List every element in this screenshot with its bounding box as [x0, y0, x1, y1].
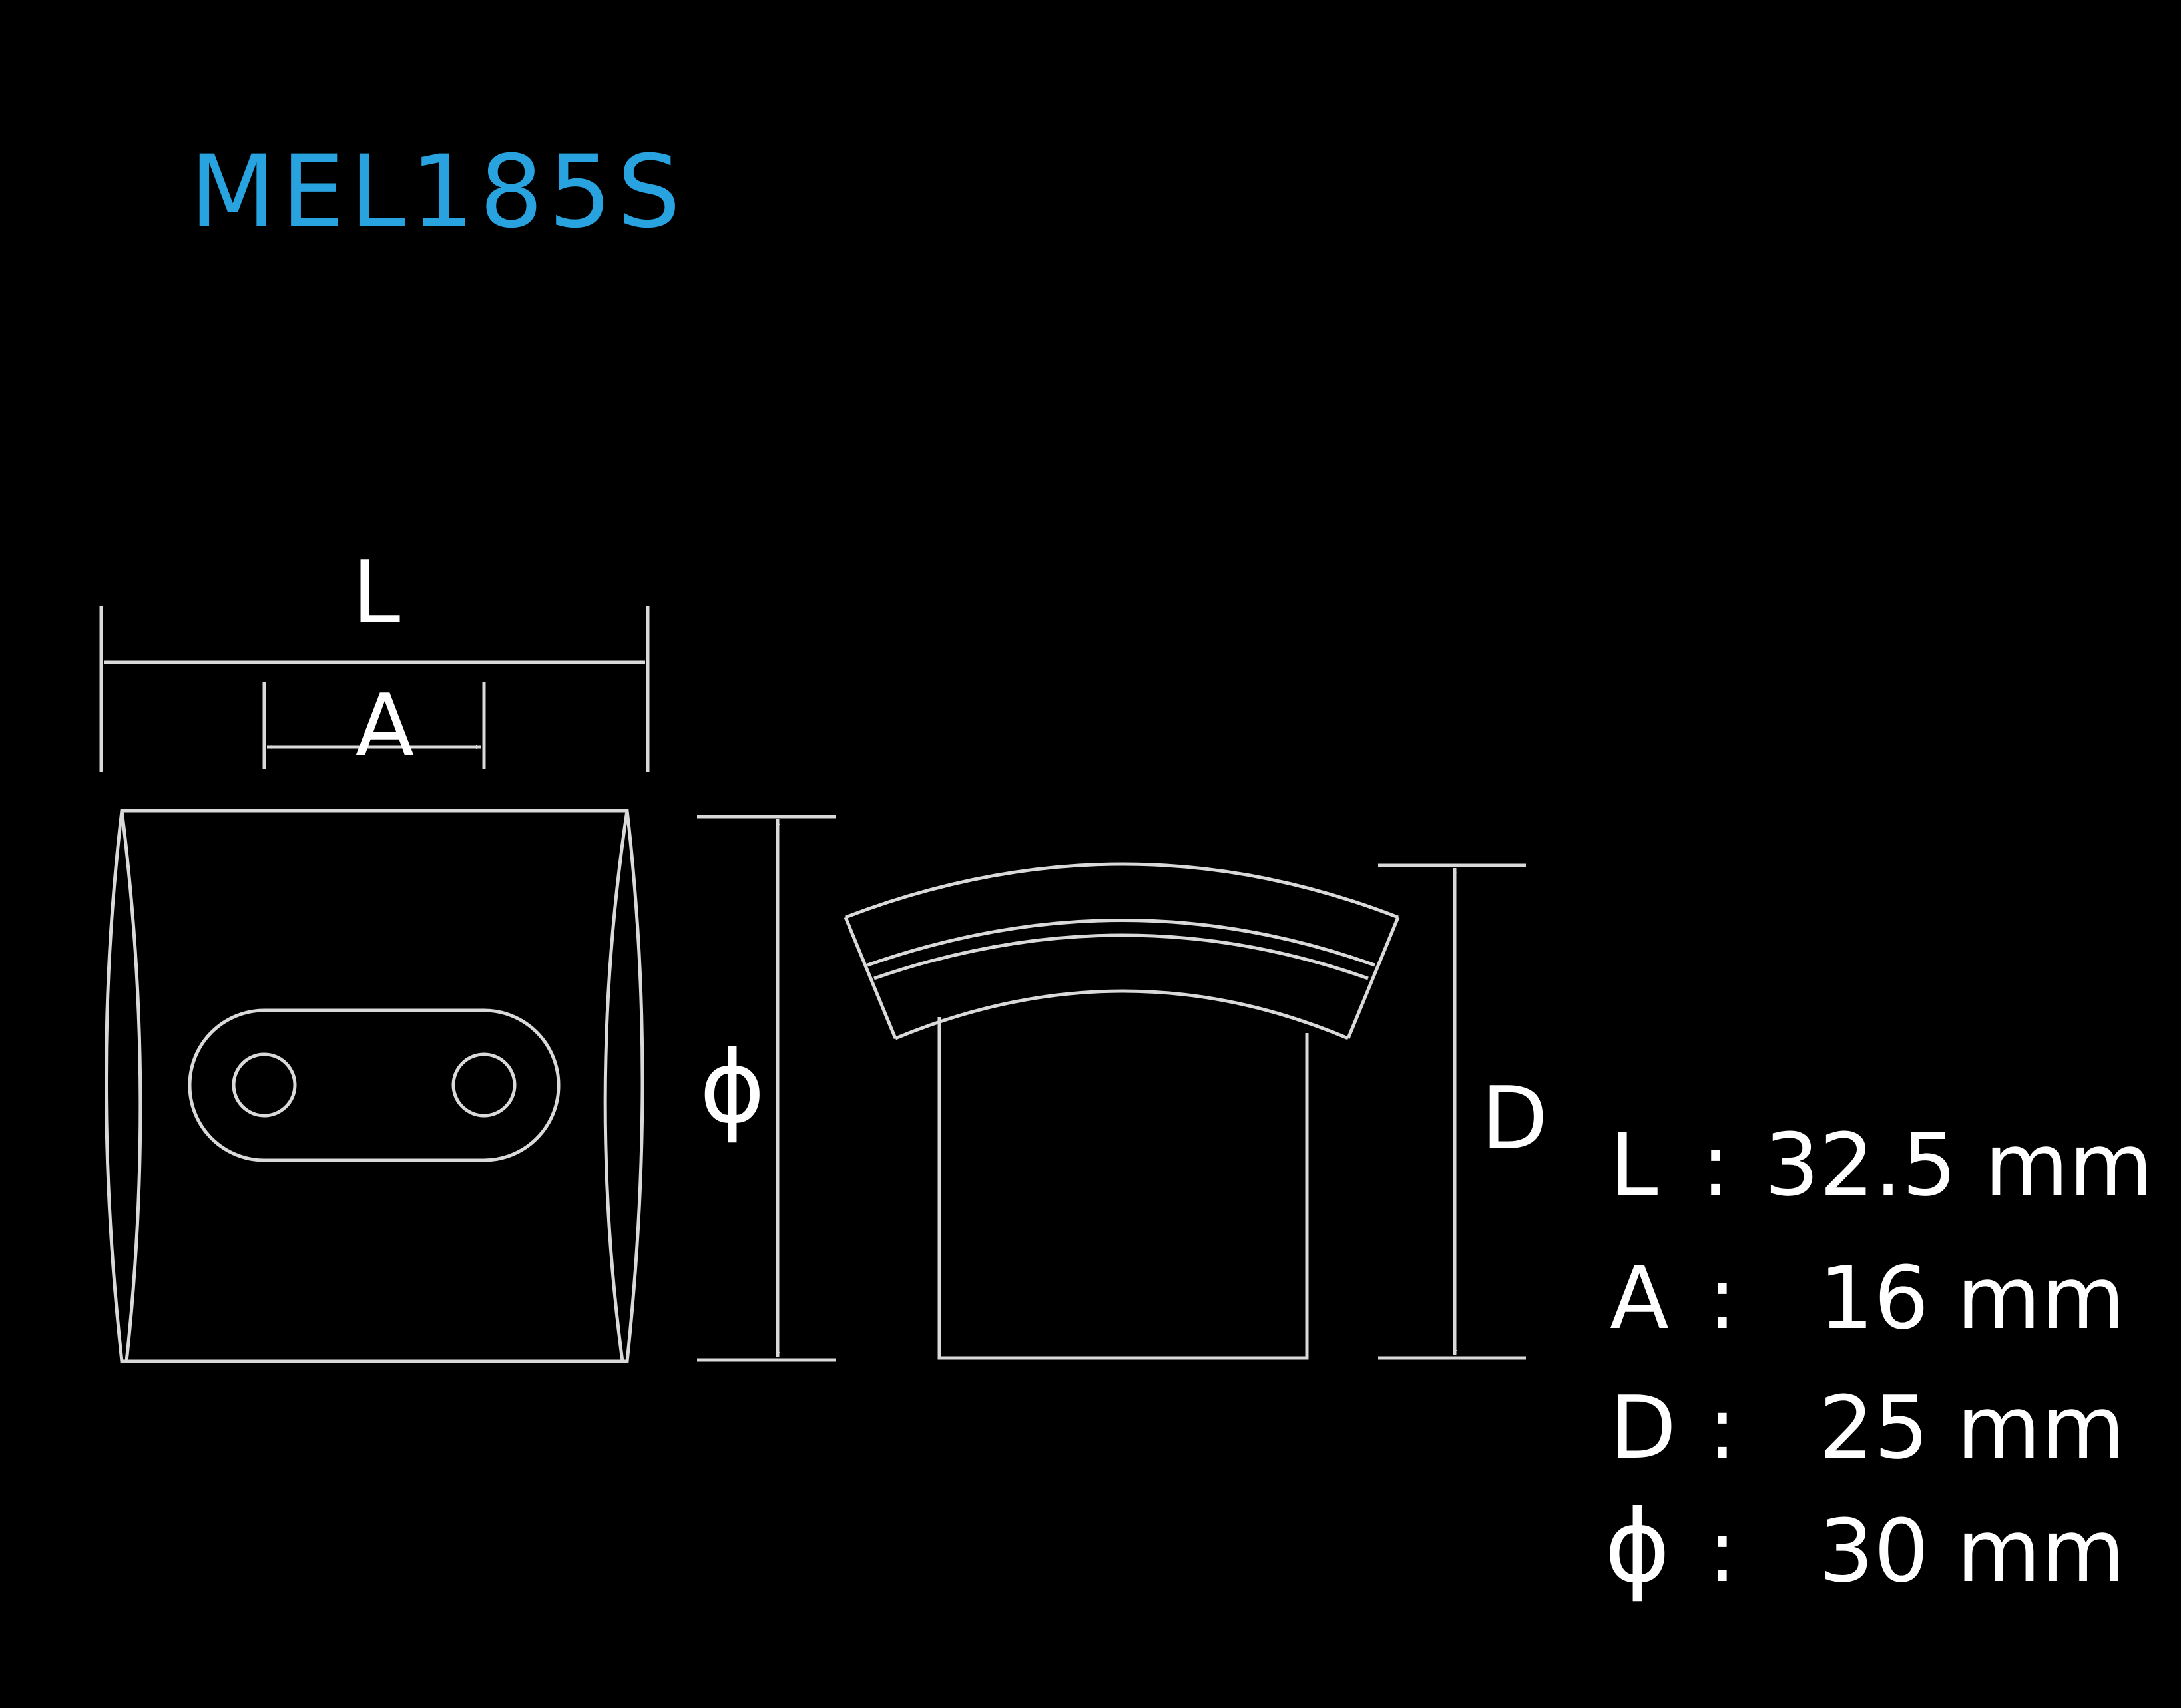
mounting-hole-right	[451, 1052, 517, 1118]
spec-list: L : 32.5 mm A : 16 mm D : 25 mm ϕ : 30 m…	[1604, 1114, 2153, 1605]
side-view	[844, 862, 1400, 1360]
spec-value: 32.5 mm	[1764, 1114, 2153, 1215]
dimension-d: D	[1378, 863, 1548, 1360]
knob-top-bottom-arc	[895, 989, 1349, 1040]
dimension-diameter: ϕ	[697, 815, 836, 1362]
knob-front-outline	[105, 809, 644, 1363]
spec-row-d: D : 25 mm	[1610, 1377, 2125, 1478]
spec-separator: :	[1708, 1500, 1737, 1601]
spec-row-a: A : 16 mm	[1610, 1247, 2125, 1349]
spec-value: 30 mm	[1819, 1500, 2125, 1601]
spec-key: L	[1610, 1114, 1658, 1215]
spec-value: 16 mm	[1819, 1247, 2125, 1349]
product-title: MEL185S	[190, 134, 686, 250]
knob-stem	[937, 1017, 1309, 1360]
knob-right-curve	[603, 810, 629, 1362]
label-l: L	[352, 542, 400, 643]
spec-row-diameter: ϕ : 30 mm	[1604, 1489, 2125, 1605]
spec-separator: :	[1701, 1114, 1730, 1215]
knob-top-outer-arc	[845, 862, 1399, 919]
spec-row-l: L : 32.5 mm	[1610, 1114, 2153, 1215]
spec-key: ϕ	[1604, 1489, 1670, 1605]
mounting-hole-left	[232, 1052, 297, 1118]
knob-top-side-left	[844, 917, 897, 1039]
spec-value: 25 mm	[1819, 1377, 2125, 1478]
label-diameter: ϕ	[700, 1030, 766, 1146]
knob-top-inner-arc-2	[873, 933, 1369, 980]
front-view: L A	[99, 542, 650, 1363]
label-d: D	[1481, 1068, 1548, 1169]
spec-separator: :	[1708, 1377, 1737, 1478]
spec-separator: :	[1708, 1247, 1737, 1349]
label-a: A	[356, 675, 415, 776]
knob-top-side-right	[1346, 917, 1400, 1039]
spec-key: A	[1610, 1247, 1669, 1349]
knob-top-inner-arc-1	[867, 919, 1375, 967]
mounting-slot	[188, 1008, 561, 1162]
knob-left-curve	[120, 810, 142, 1362]
spec-key: D	[1610, 1377, 1676, 1478]
